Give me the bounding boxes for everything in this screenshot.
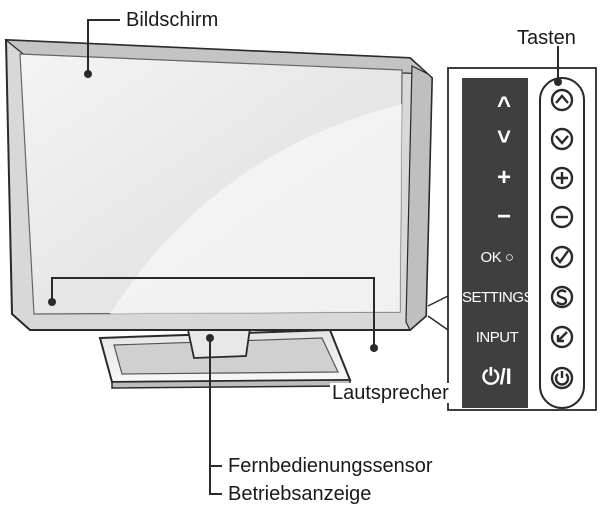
button-strip — [539, 77, 585, 409]
panel-label-minus: − — [496, 203, 511, 230]
panel-label-up: ^ — [496, 92, 511, 119]
buttons-leader-dot — [554, 78, 562, 86]
chevron-up-icon[interactable] — [550, 88, 574, 112]
screen-reflection — [110, 104, 402, 314]
label-screen: Bildschirm — [126, 9, 219, 31]
screen-leader — [87, 19, 120, 74]
panel-label-settings: SETTINGS — [462, 289, 534, 306]
minus-icon[interactable] — [550, 205, 574, 229]
input-arrow-icon[interactable] — [550, 325, 574, 349]
speaker-left-dot — [48, 298, 56, 306]
check-icon[interactable] — [550, 245, 574, 269]
sensor-leader — [209, 338, 222, 495]
panel-label-down: ˅ — [496, 124, 511, 151]
label-buttons: Tasten — [517, 27, 576, 49]
label-remote-sensor: Fernbedienungssensor — [228, 455, 433, 477]
panel-label-power: ⏻/I — [482, 364, 512, 389]
panel-label-input: INPUT — [475, 329, 519, 346]
settings-s-icon[interactable] — [550, 285, 574, 309]
panel-label-ok: OK ○ — [480, 249, 514, 266]
tv-stand — [98, 327, 352, 389]
plus-icon[interactable] — [550, 166, 574, 190]
label-power-indicator: Betriebsanzeige — [228, 483, 372, 505]
speaker-bracket — [51, 277, 375, 348]
control-panel — [462, 78, 528, 408]
screen-leader-dot — [84, 70, 92, 78]
panel-label-plus: + — [496, 164, 511, 191]
power-icon[interactable] — [550, 366, 574, 390]
callout-connector — [427, 295, 449, 331]
label-speaker: Lautsprecher — [330, 382, 451, 404]
speaker-right-dot — [370, 344, 378, 352]
chevron-down-icon[interactable] — [550, 127, 574, 151]
